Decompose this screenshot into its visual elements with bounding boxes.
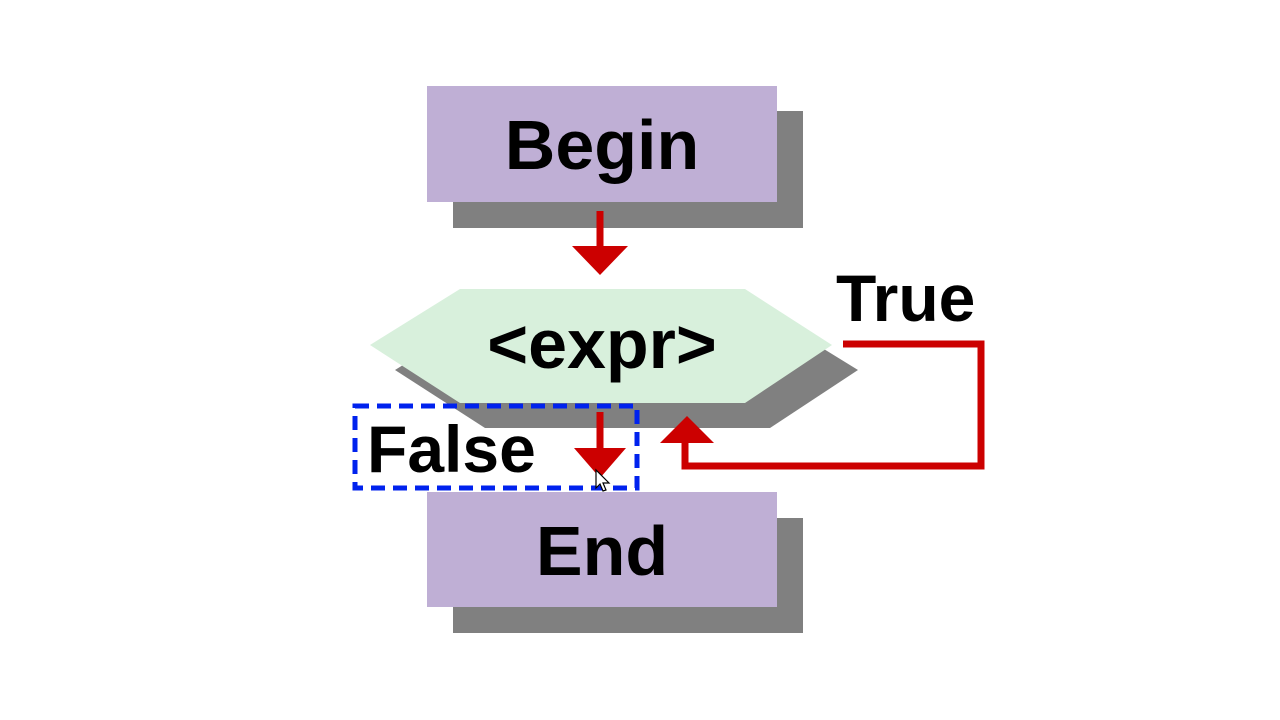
end-label: End bbox=[536, 512, 668, 590]
begin-to-decision-arrowhead bbox=[572, 246, 628, 275]
decision-hexagon[interactable] bbox=[370, 289, 832, 403]
true-loop-arrow bbox=[681, 340, 985, 470]
end-box[interactable] bbox=[427, 492, 777, 607]
false-arrowhead bbox=[574, 448, 626, 478]
false-label: False bbox=[367, 412, 536, 486]
mouse-cursor-icon bbox=[595, 468, 611, 492]
true-loop-arrowhead bbox=[660, 416, 714, 443]
begin-box[interactable] bbox=[427, 86, 777, 202]
begin-label: Begin bbox=[505, 106, 699, 184]
true-label: True bbox=[836, 261, 975, 335]
false-selection-box[interactable] bbox=[352, 403, 640, 491]
condition-label: <expr> bbox=[487, 305, 717, 383]
